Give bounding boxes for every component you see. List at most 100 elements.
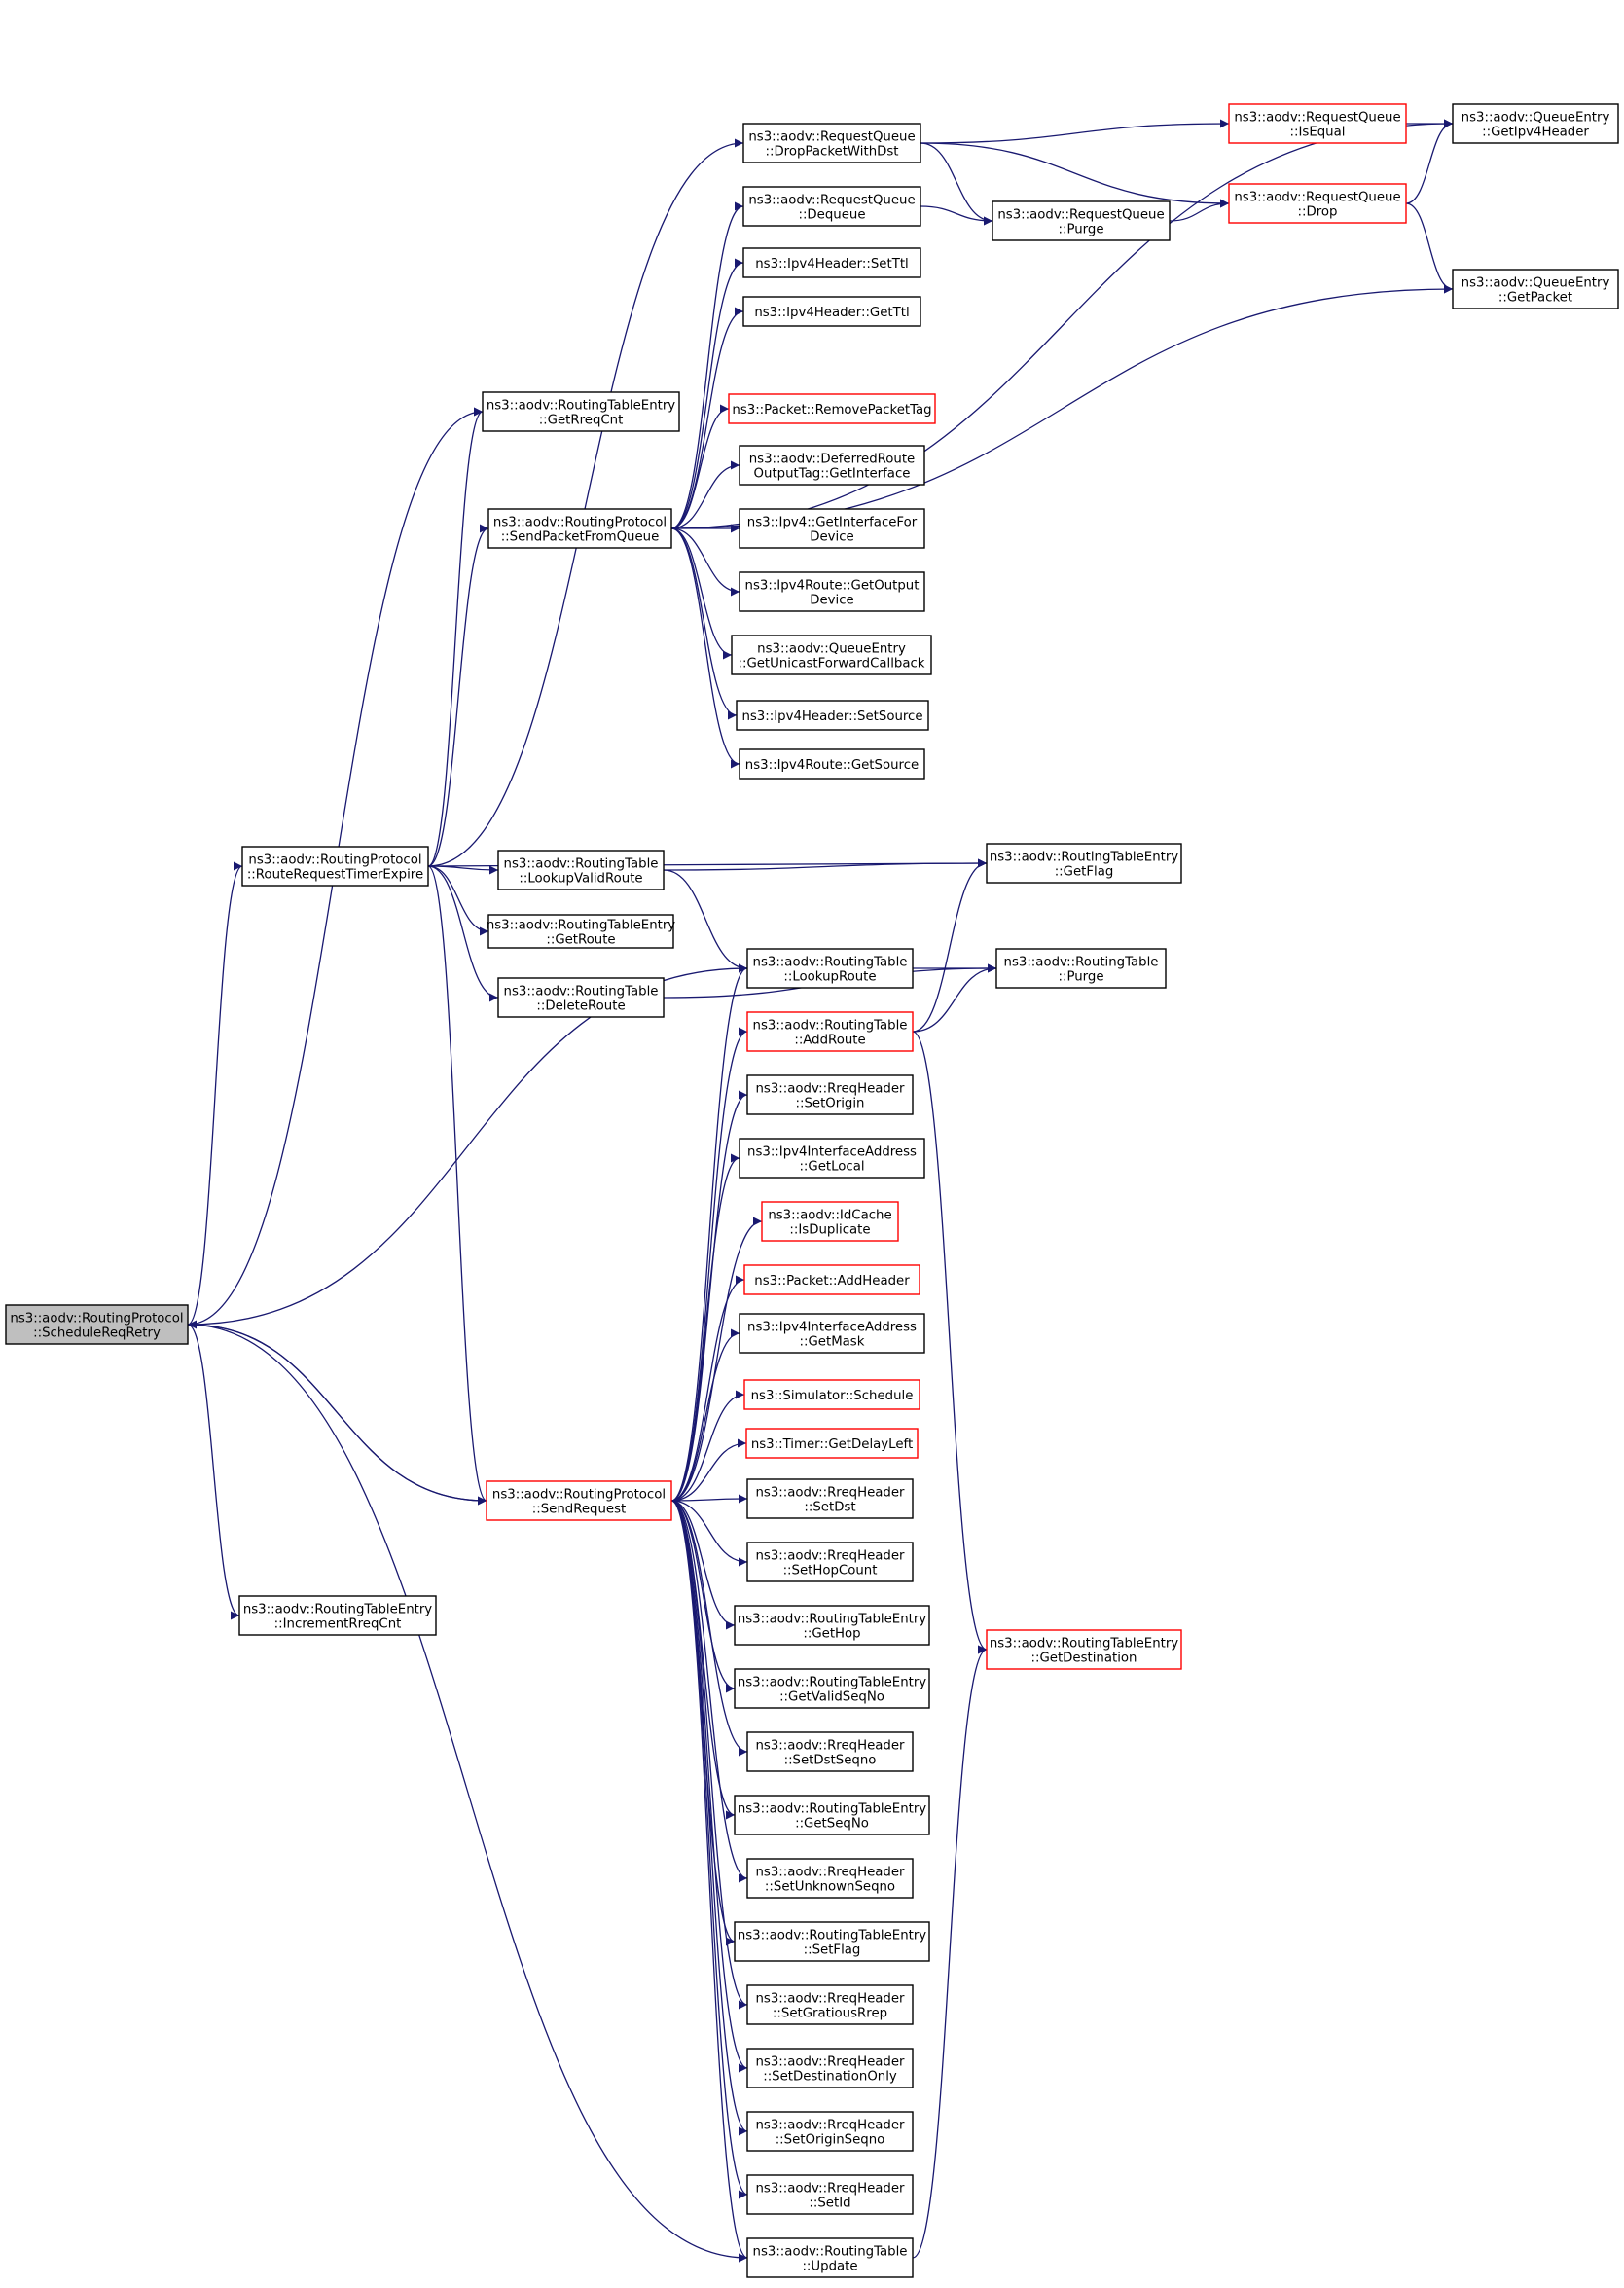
node-getTtl[interactable]: ns3::Ipv4Header::GetTtl bbox=[742, 296, 921, 327]
edge-path bbox=[670, 1500, 748, 1757]
node-getHop[interactable]: ns3::aodv::RoutingTableEntry::GetHop bbox=[734, 1605, 930, 1646]
node-dequeue[interactable]: ns3::aodv::RequestQueue::Dequeue bbox=[742, 186, 921, 227]
node-label-line: ns3::aodv::RoutingTableEntry bbox=[243, 1603, 432, 1617]
node-box bbox=[746, 1011, 914, 1052]
node-label-line: ns3::aodv::RreqHeader bbox=[755, 2119, 905, 2133]
node-setTtl[interactable]: ns3::Ipv4Header::SetTtl bbox=[742, 247, 921, 278]
edge-path bbox=[187, 1324, 748, 2263]
node-box bbox=[995, 948, 1167, 989]
node-setOriginSeqno[interactable]: ns3::aodv::RreqHeader::SetOriginSeqno bbox=[746, 2111, 914, 2152]
node-label-line: ns3::aodv::RreqHeader bbox=[755, 1082, 905, 1097]
node-label-line: ns3::Simulator::Schedule bbox=[751, 1389, 914, 1403]
edge-sendRequest-to-isDuplicate bbox=[670, 1217, 763, 1502]
node-label-line: ns3::aodv::RreqHeader bbox=[755, 1739, 905, 1754]
node-sendRequest[interactable]: ns3::aodv::RoutingProtocol::SendRequest bbox=[486, 1480, 672, 1521]
node-incrementRreqCnt[interactable]: ns3::aodv::RoutingTableEntry::IncrementR… bbox=[238, 1595, 437, 1636]
edge-dropPacketWithDst-to-drop bbox=[920, 142, 1230, 208]
node-label-line: ns3::aodv::RoutingTableEntry bbox=[738, 1802, 926, 1817]
node-label-line: ns3::Ipv4::GetInterfaceFor bbox=[747, 516, 918, 530]
node-removePacketTag[interactable]: ns3::Packet::RemovePacketTag bbox=[728, 393, 936, 424]
node-purgeRQ[interactable]: ns3::aodv::RequestQueue::Purge bbox=[992, 200, 1171, 241]
node-getPacket[interactable]: ns3::aodv::QueueEntry::GetPacket bbox=[1452, 269, 1619, 309]
node-addRoute[interactable]: ns3::aodv::RoutingTable::AddRoute bbox=[746, 1011, 914, 1052]
node-setDstSeqno[interactable]: ns3::aodv::RreqHeader::SetDstSeqno bbox=[746, 1731, 914, 1772]
node-setHopCount[interactable]: ns3::aodv::RreqHeader::SetHopCount bbox=[746, 1542, 914, 1582]
edge-sendRequest-to-setDstSeqno bbox=[670, 1500, 748, 1757]
node-box bbox=[746, 1542, 914, 1582]
node-getSeqNo[interactable]: ns3::aodv::RoutingTableEntry::GetSeqNo bbox=[734, 1795, 930, 1835]
node-box bbox=[746, 2237, 914, 2278]
node-label-line: ::Update bbox=[802, 2260, 857, 2274]
node-isDuplicate[interactable]: ns3::aodv::IdCache::IsDuplicate bbox=[761, 1201, 899, 1242]
edge-path bbox=[670, 963, 748, 1502]
edge-path bbox=[912, 858, 988, 1033]
node-sendPacketFromQueue[interactable]: ns3::aodv::RoutingProtocol::SendPacketFr… bbox=[487, 508, 672, 549]
node-label-line: ns3::aodv::RequestQueue bbox=[1234, 111, 1400, 126]
node-label-line: ::AddRoute bbox=[794, 1034, 865, 1048]
node-drop[interactable]: ns3::aodv::RequestQueue::Drop bbox=[1228, 183, 1407, 224]
node-box bbox=[743, 1264, 920, 1295]
node-lookupRoute[interactable]: ns3::aodv::RoutingTable::LookupRoute bbox=[746, 948, 914, 989]
node-box bbox=[746, 2174, 914, 2215]
edge-drop-to-getIpv4Header bbox=[1405, 119, 1454, 204]
node-label-line: ::RouteRequestTimerExpire bbox=[247, 868, 423, 883]
node-getIpv4Header[interactable]: ns3::aodv::QueueEntry::GetIpv4Header bbox=[1452, 103, 1619, 144]
node-box bbox=[746, 2048, 914, 2088]
node-root[interactable]: ns3::aodv::RoutingProtocol::ScheduleReqR… bbox=[5, 1304, 189, 1345]
node-getUnicastForwardCallback[interactable]: ns3::aodv::QueueEntry::GetUnicastForward… bbox=[731, 635, 932, 675]
node-setDestinationOnly[interactable]: ns3::aodv::RreqHeader::SetDestinationOnl… bbox=[746, 2048, 914, 2088]
node-setSource[interactable]: ns3::Ipv4Header::SetSource bbox=[736, 700, 929, 731]
edge-lookupValidRoute-to-getFlag bbox=[663, 858, 988, 871]
node-getLocal[interactable]: ns3::Ipv4InterfaceAddress::GetLocal bbox=[739, 1138, 925, 1179]
node-setFlag[interactable]: ns3::aodv::RoutingTableEntry::SetFlag bbox=[734, 1921, 930, 1962]
node-setUnknownSeqno[interactable]: ns3::aodv::RreqHeader::SetUnknownSeqno bbox=[746, 1858, 914, 1899]
node-label-line: ::SetDstSeqno bbox=[784, 1754, 877, 1768]
node-isEqual[interactable]: ns3::aodv::RequestQueue::IsEqual bbox=[1228, 103, 1407, 144]
node-lookupValidRoute[interactable]: ns3::aodv::RoutingTable::LookupValidRout… bbox=[497, 850, 665, 890]
node-getDelayLeft[interactable]: ns3::Timer::GetDelayLeft bbox=[745, 1428, 919, 1459]
node-getValidSeqNo[interactable]: ns3::aodv::RoutingTableEntry::GetValidSe… bbox=[734, 1668, 930, 1709]
node-getSource[interactable]: ns3::Ipv4Route::GetSource bbox=[739, 748, 925, 780]
node-deferredGetInterface[interactable]: ns3::aodv::DeferredRouteOutputTag::GetIn… bbox=[739, 445, 925, 486]
node-label-line: ns3::aodv::RoutingTableEntry bbox=[487, 399, 675, 414]
node-setOrigin[interactable]: ns3::aodv::RreqHeader::SetOrigin bbox=[746, 1074, 914, 1115]
node-getDestination[interactable]: ns3::aodv::RoutingTableEntry::GetDestina… bbox=[986, 1629, 1182, 1670]
node-addHeader[interactable]: ns3::Packet::AddHeader bbox=[743, 1264, 920, 1295]
node-setId[interactable]: ns3::aodv::RreqHeader::SetId bbox=[746, 2174, 914, 2215]
node-routeRequestTimerExpire[interactable]: ns3::aodv::RoutingProtocol::RouteRequest… bbox=[241, 846, 429, 887]
edge-sendRequest-to-setDestinationOnly bbox=[670, 1500, 748, 2073]
node-box bbox=[1228, 103, 1407, 144]
edge-purgeRQ-to-drop bbox=[1169, 199, 1230, 222]
edge-path bbox=[912, 1031, 988, 1654]
node-getFlag[interactable]: ns3::aodv::RoutingTableEntry::GetFlag bbox=[986, 843, 1182, 884]
edge-sendRequest-to-setHopCount bbox=[670, 1500, 748, 1567]
node-schedule[interactable]: ns3::Simulator::Schedule bbox=[743, 1379, 920, 1410]
node-label-line: ns3::Ipv4InterfaceAddress bbox=[747, 1145, 917, 1160]
edge-dequeue-to-purgeRQ bbox=[920, 205, 993, 226]
edge-sendRequest-to-getMask bbox=[670, 1328, 740, 1502]
edge-path bbox=[912, 963, 997, 1033]
node-label-line: ::IsDuplicate bbox=[789, 1223, 870, 1238]
edge-sendPacketFromQueue-to-setTtl bbox=[670, 258, 744, 529]
node-getRoute[interactable]: ns3::aodv::RoutingTableEntry::GetRoute bbox=[487, 914, 675, 949]
node-getMask[interactable]: ns3::Ipv4InterfaceAddress::GetMask bbox=[739, 1313, 925, 1354]
edge-sendRequest-to-addHeader bbox=[670, 1275, 745, 1502]
node-dropPacketWithDst[interactable]: ns3::aodv::RequestQueue::DropPacketWithD… bbox=[742, 123, 921, 163]
edge-routeRequestTimerExpire-to-getRreqCnt bbox=[427, 407, 484, 867]
edge-sendPacketFromQueue-to-dequeue bbox=[670, 201, 744, 529]
node-purgeRT[interactable]: ns3::aodv::RoutingTable::Purge bbox=[995, 948, 1167, 989]
node-setGratiousRrep[interactable]: ns3::aodv::RreqHeader::SetGratiousRrep bbox=[746, 1984, 914, 2025]
node-getRreqCnt[interactable]: ns3::aodv::RoutingTableEntry::GetRreqCnt bbox=[482, 391, 680, 432]
node-label-line: ::GetDestination bbox=[1031, 1652, 1137, 1666]
node-update[interactable]: ns3::aodv::RoutingTable::Update bbox=[746, 2237, 914, 2278]
node-deleteRoute[interactable]: ns3::aodv::RoutingTable::DeleteRoute bbox=[497, 977, 665, 1018]
node-label-line: ns3::Ipv4Route::GetOutput bbox=[745, 579, 920, 594]
node-box bbox=[1452, 103, 1619, 144]
node-setDst[interactable]: ns3::aodv::RreqHeader::SetDst bbox=[746, 1478, 914, 1519]
node-label-line: ns3::aodv::RoutingTableEntry bbox=[738, 1929, 926, 1943]
edge-path bbox=[670, 1438, 747, 1502]
node-box bbox=[739, 508, 925, 549]
edge-path bbox=[187, 963, 748, 1326]
